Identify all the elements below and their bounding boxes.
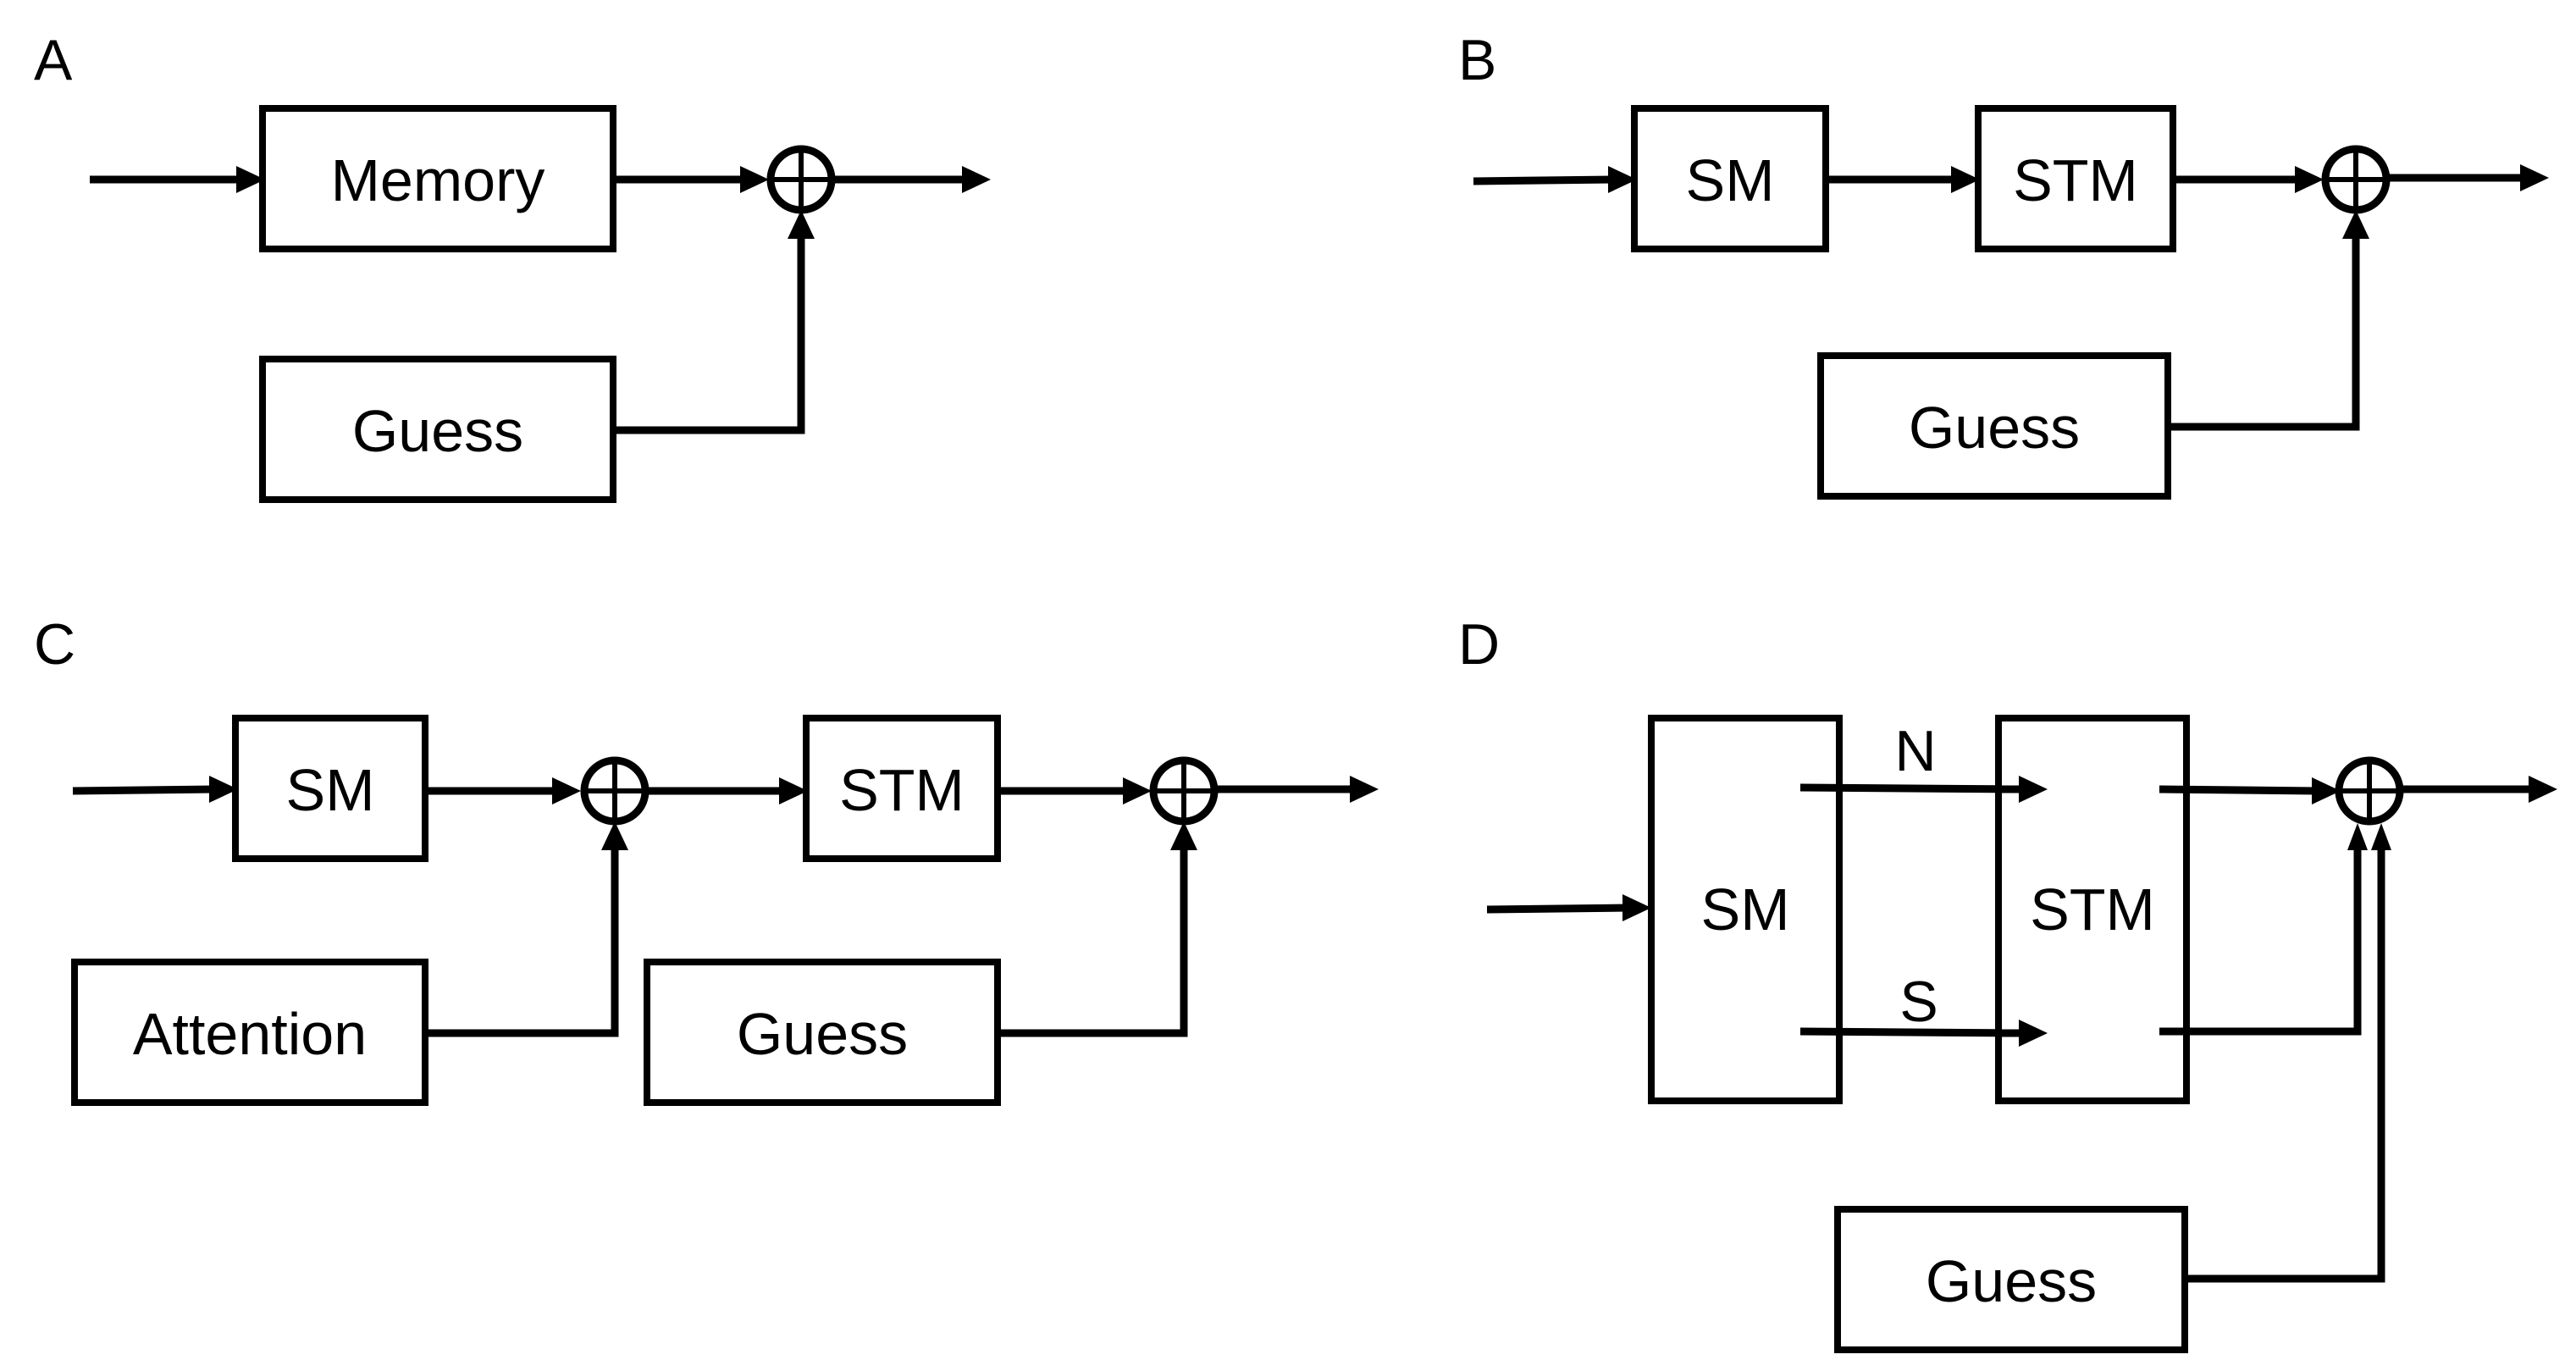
panel-d-sm-box: SM	[1648, 715, 1843, 1104]
panel-c-attention-to-sum-arrowhead	[601, 821, 628, 850]
panel-c-sm-box: SM	[232, 715, 428, 862]
panel-d-n-channel-arrow	[1799, 783, 2025, 793]
panel-d-n-channel-label: N	[1894, 719, 1936, 783]
panel-b-input-arrow	[1473, 175, 1614, 185]
panel-a-memory-box: Memory	[259, 105, 616, 252]
panel-d-stm-s-to-sum-arrow	[2159, 845, 2362, 1036]
panel-c-guess-to-sum-arrow	[998, 845, 1188, 1037]
panel-c: C SM STM	[34, 612, 1379, 1106]
panel-b-sm-to-stm-arrowhead	[1951, 166, 1980, 193]
panel-a-letter: A	[34, 28, 73, 92]
panel-d-output-arrowhead	[2529, 776, 2557, 803]
panel-c-output-arrowhead	[1350, 776, 1379, 803]
panel-c-attention-to-sum-arrow	[425, 845, 619, 1037]
panel-a-input-arrowhead	[236, 166, 265, 193]
panel-c-letter: C	[34, 612, 75, 677]
panel-b-guess-box: Guess	[1817, 352, 2171, 500]
panel-b-stm-label: STM	[2013, 147, 2138, 213]
panel-d-s-channel-inner-arrowhead	[2019, 1020, 2048, 1047]
panel-a: A Memory Guess	[34, 28, 991, 503]
panel-b-stm-to-sum-arrowhead	[2295, 166, 2324, 193]
panel-d-s-channel-arrow	[1799, 1027, 2025, 1037]
panel-d-summing-junction	[2335, 756, 2404, 826]
panel-c-input-arrowhead	[209, 776, 238, 803]
panel-d-n-channel-inner-arrowhead	[2019, 776, 2048, 803]
panel-c-attention-label: Attention	[133, 1001, 367, 1067]
panel-c-guess-box: Guess	[644, 959, 1001, 1106]
panel-a-memory-to-sum-arrowhead	[740, 166, 769, 193]
panel-c-guess-to-sum-arrowhead	[1170, 821, 1197, 850]
panel-b-output-arrowhead	[2520, 164, 2549, 191]
panel-c-stm-label: STM	[839, 757, 965, 823]
panel-a-memory-label: Memory	[331, 147, 545, 213]
panel-d-stm-box: STM	[1995, 715, 2190, 1104]
panel-b-guess-to-sum-arrowhead	[2342, 210, 2369, 239]
panel-c-sum-to-stm-arrowhead	[779, 777, 808, 804]
panel-c-sm-to-sum-arrowhead	[552, 777, 581, 804]
panel-b-stm-box: STM	[1975, 105, 2176, 252]
panel-d-guess-to-sum-arrowhead	[2371, 823, 2391, 850]
panel-d-stm-s-to-sum-arrowhead	[2347, 823, 2368, 850]
panel-c-attention-summing-junction	[580, 756, 650, 826]
panel-a-guess-to-sum-arrowhead	[788, 210, 815, 239]
panel-c-guess-label: Guess	[737, 1001, 908, 1067]
panel-d-input-arrowhead	[1622, 894, 1651, 921]
panel-b-guess-to-sum-arrow	[2168, 234, 2360, 431]
panel-d-input-arrow	[1486, 904, 1628, 914]
panel-b-sm-label: SM	[1686, 147, 1775, 213]
panel-b-input-arrowhead	[1608, 166, 1637, 193]
panel-a-output-arrowhead	[962, 166, 991, 193]
panel-d-stm-n-to-sum-arrow	[2159, 785, 2318, 795]
panel-d-s-channel-label: S	[1899, 970, 1938, 1034]
panel-d: D SM N S STM	[1458, 612, 2557, 1353]
panel-b-summing-junction	[2321, 145, 2391, 214]
panel-b: B SM STM Guess	[1458, 28, 2549, 500]
panel-c-stm-to-sum-arrowhead	[1123, 777, 1152, 804]
panel-d-letter: D	[1458, 612, 1500, 677]
panel-a-guess-label: Guess	[352, 398, 523, 464]
panel-a-guess-box: Guess	[259, 356, 616, 503]
panel-a-summing-junction	[766, 145, 836, 214]
panel-d-sm-label: SM	[1701, 876, 1790, 943]
panel-c-stm-box: STM	[803, 715, 1001, 862]
panel-b-letter: B	[1458, 28, 1496, 92]
panel-c-attention-box: Attention	[71, 959, 428, 1106]
panel-d-guess-box: Guess	[1834, 1206, 2188, 1353]
panel-c-sm-label: SM	[286, 757, 375, 823]
panel-a-guess-to-sum-arrow	[613, 234, 805, 434]
panel-d-guess-label: Guess	[1926, 1248, 2097, 1314]
panel-d-guess-to-sum-arrow	[2185, 845, 2385, 1283]
panel-b-guess-label: Guess	[1909, 395, 2080, 461]
panel-d-stm-label: STM	[2030, 876, 2155, 943]
panel-c-guess-summing-junction	[1149, 756, 1219, 826]
panel-d-stm-n-to-sum-arrowhead	[2312, 777, 2341, 804]
panel-c-input-arrow	[72, 785, 215, 795]
panel-b-sm-box: SM	[1631, 105, 1829, 252]
